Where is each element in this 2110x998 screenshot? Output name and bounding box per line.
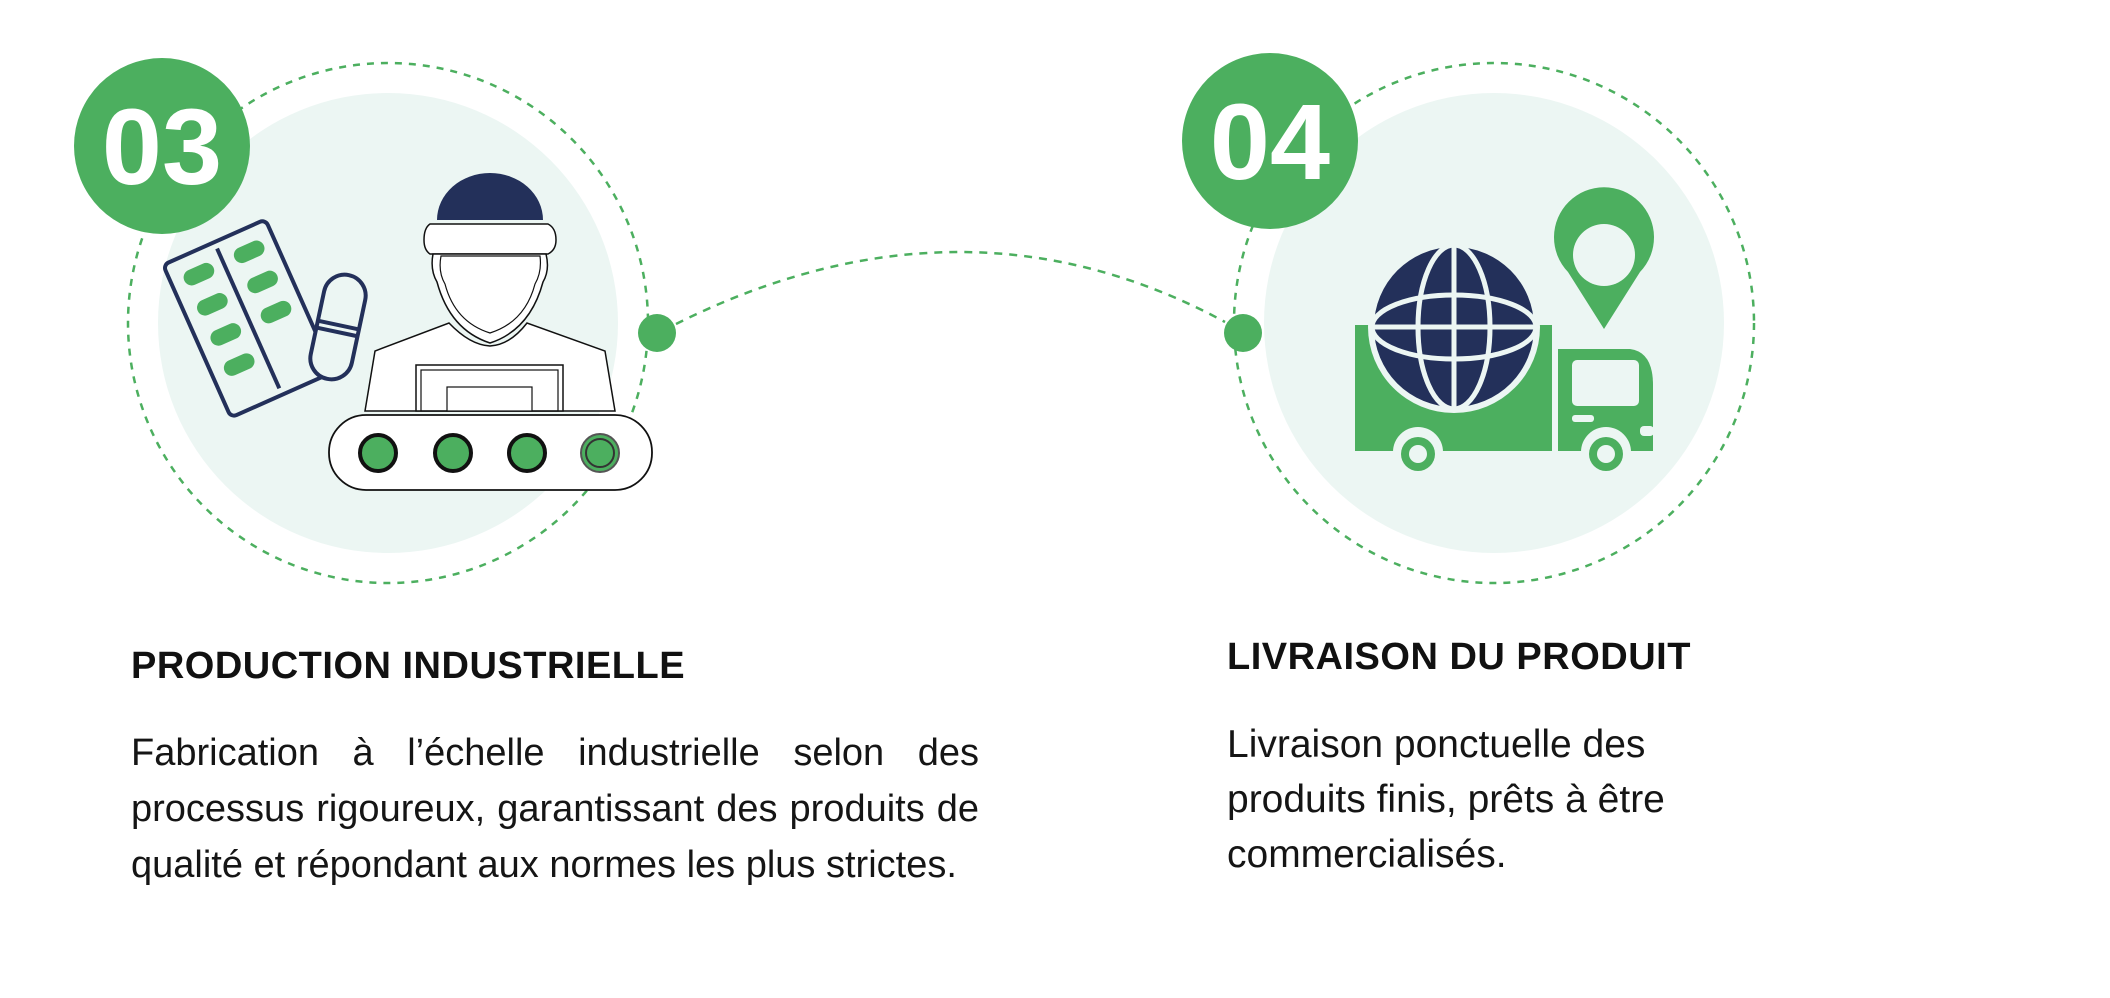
delivery-truck-globe-icon: [1355, 187, 1654, 477]
conveyor-belt: [328, 414, 653, 491]
step-number-badge: [74, 58, 250, 234]
worker-hat: [437, 173, 543, 220]
globe-icon: [1368, 241, 1540, 413]
connector-dot: [638, 314, 676, 352]
step-number: 03: [102, 86, 222, 207]
step-number-badge: [1182, 53, 1358, 229]
truck-wheels: [1393, 427, 1631, 477]
step-number: 04: [1210, 81, 1330, 202]
step-04-title: LIVRAISON DU PRODUIT: [1227, 636, 1691, 678]
step-03-description: Fabrication à l’échelle industrielle sel…: [131, 732, 979, 886]
blister-pack-icon: [163, 219, 334, 418]
capsule-icon: [308, 272, 368, 382]
step-03-graphic: 03: [74, 58, 676, 585]
step-04-description: Livraison ponctuelle des produits finis,…: [1227, 723, 1665, 876]
factory-worker-conveyor-icon: [163, 173, 653, 491]
dashed-connector: [675, 250, 1226, 326]
connector-dot: [1224, 314, 1262, 352]
step-04-graphic: 04: [1182, 53, 1756, 585]
step-03-title: PRODUCTION INDUSTRIELLE: [131, 645, 686, 687]
